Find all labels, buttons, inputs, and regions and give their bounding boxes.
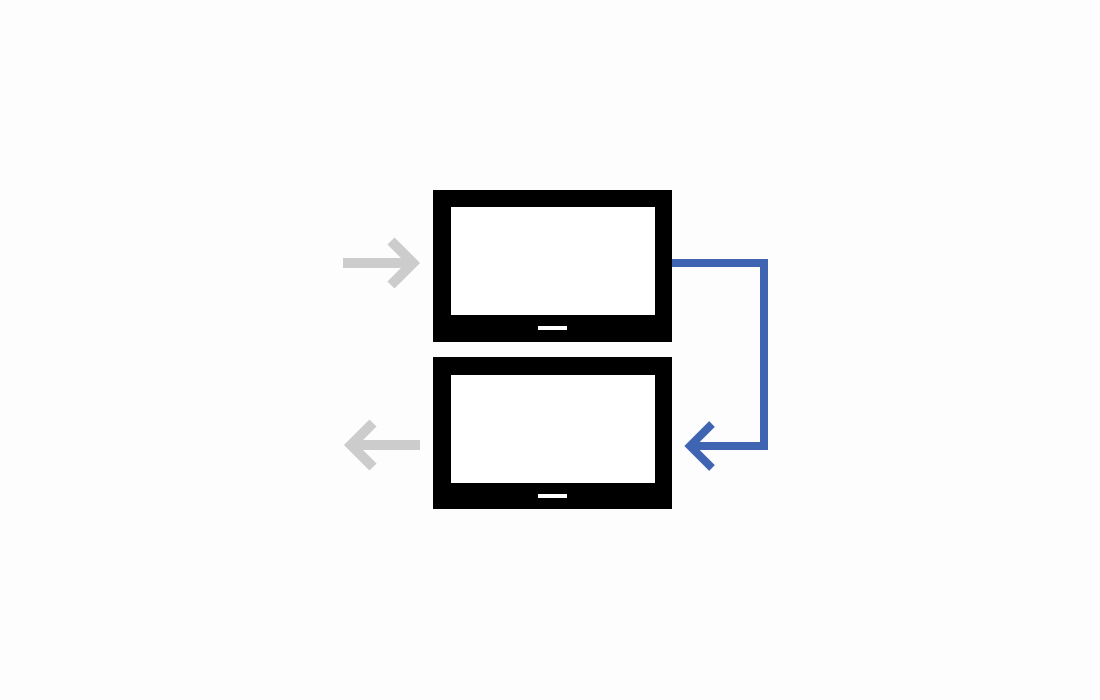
bottom-monitor-screen [451, 375, 655, 483]
loop-arrow-icon [672, 259, 768, 471]
input-arrow-icon [343, 237, 421, 289]
bottom-monitor-stand-indicator [538, 494, 567, 498]
output-arrow-icon [343, 419, 420, 471]
bottom-monitor-icon [433, 357, 672, 509]
top-monitor-stand-indicator [538, 326, 567, 330]
top-monitor-screen [451, 207, 655, 315]
top-monitor-icon [433, 190, 672, 342]
